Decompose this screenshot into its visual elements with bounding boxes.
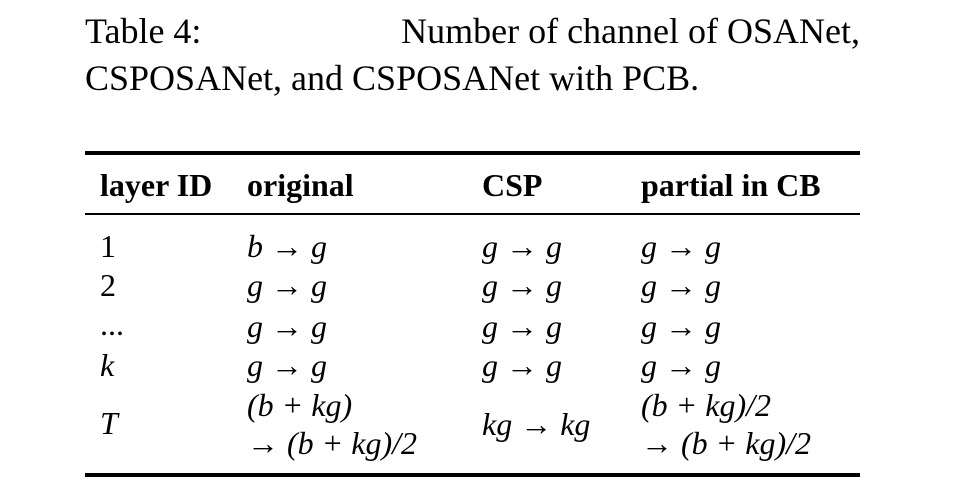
caption-label: Table 4: — [85, 11, 202, 51]
row-3-csp: g → g — [482, 308, 562, 344]
row-1-original: b → g — [247, 228, 327, 264]
row-2-layer-id: 2 — [100, 267, 116, 303]
row-t-original: (b + kg) — [247, 387, 353, 423]
header-original: original — [247, 167, 354, 203]
row-2-partial: g → g — [641, 267, 721, 303]
header-csp: CSP — [482, 167, 543, 203]
row-3-layer-id: ... — [100, 306, 124, 342]
row-4-partial: g → g — [641, 347, 721, 383]
row-1-layer-id: 1 — [100, 228, 116, 264]
row-2-original: g → g — [247, 267, 327, 303]
row-t-partial: (b + kg)/2 — [641, 387, 771, 423]
header-partial-in-cb: partial in CB — [641, 167, 821, 203]
row-t-csp: kg → kg — [482, 406, 591, 442]
row-1-csp: g → g — [482, 228, 562, 264]
table-mid-rule — [85, 213, 860, 215]
table-top-rule — [85, 151, 860, 155]
row-4-layer-id: k — [100, 347, 115, 383]
caption-text-line2: CSPOSANet, and CSPOSANet with PCB. — [85, 58, 700, 98]
row-3-original: g → g — [247, 308, 327, 344]
row-t-layer-id: T — [100, 405, 118, 441]
row-4-csp: g → g — [482, 347, 562, 383]
row-3-partial: g → g — [641, 308, 721, 344]
row-2-csp: g → g — [482, 267, 562, 303]
header-layer-id: layer ID — [100, 167, 213, 203]
row-t-partial-cont: → (b + kg)/2 — [641, 425, 811, 461]
row-1-partial: g → g — [641, 228, 721, 264]
caption-text-line1: Number of channel of OSANet, — [401, 11, 860, 51]
row-4-original: g → g — [247, 347, 327, 383]
table-caption: Table 4: Number of channel of OSANet, CS… — [85, 8, 860, 102]
table-bottom-rule — [85, 473, 860, 477]
row-t-original-cont: → (b + kg)/2 — [247, 425, 417, 461]
